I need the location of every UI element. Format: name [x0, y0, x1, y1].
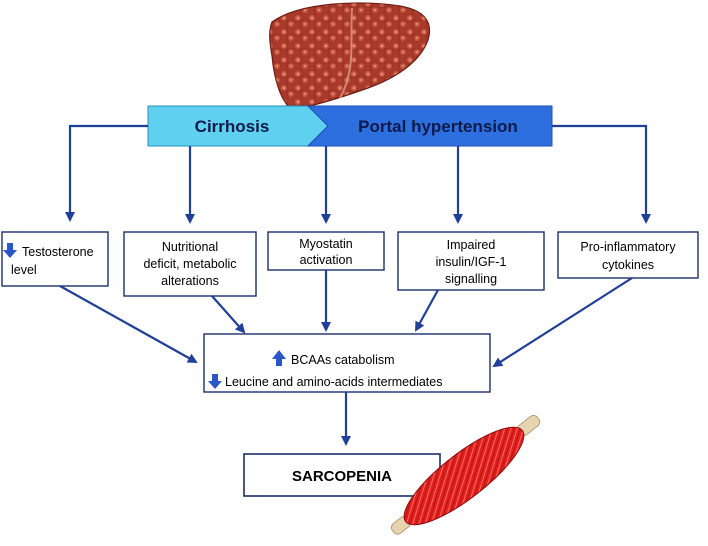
- muscle-illustration: [391, 415, 541, 535]
- factor-line: cytokines: [602, 258, 654, 272]
- cirrhosis-banner: Cirrhosis: [147, 105, 329, 147]
- down-arrow-icon: [3, 243, 17, 258]
- factor-myostatin: Myostatin activation: [267, 231, 385, 271]
- factor-line: level: [11, 263, 37, 277]
- factor-line: alterations: [161, 274, 219, 288]
- liver-illustration: [269, 2, 431, 111]
- arrow-to-cytokines: [552, 124, 651, 224]
- factor-line: signalling: [445, 272, 497, 286]
- arrow-testosterone-to-mechanism: [59, 285, 198, 363]
- portal-hypertension-label: Portal hypertension: [358, 117, 518, 136]
- factor-line: Impaired: [447, 238, 496, 252]
- factor-line: insulin/IGF-1: [436, 255, 507, 269]
- cirrhosis-label: Cirrhosis: [195, 117, 270, 136]
- factor-line: Myostatin: [299, 237, 353, 251]
- arrow-nutritional-to-mechanism: [211, 295, 246, 334]
- factor-line: Testosterone: [22, 245, 94, 259]
- factor-cytokines: Pro-inflammatory cytokines: [557, 231, 699, 279]
- up-arrow-icon: [272, 350, 286, 366]
- mechanism-box: BCAAs catabolism Leucine and amino-acids…: [203, 333, 491, 393]
- portal-hypertension-banner: Portal hypertension: [306, 105, 553, 147]
- arrow-to-testosterone: [65, 124, 148, 222]
- mechanism-line-1: BCAAs catabolism: [291, 353, 395, 367]
- mechanism-line-2: Leucine and amino-acids intermediates: [225, 375, 443, 389]
- arrow-insulin-to-mechanism: [415, 289, 439, 332]
- factor-nutritional: Nutritional deficit, metabolic alteratio…: [123, 231, 257, 297]
- arrow-cytokines-to-mechanism: [492, 277, 633, 368]
- factor-testosterone: Testosterone level: [1, 231, 109, 287]
- sarcopenia-box: SARCOPENIA: [243, 453, 441, 497]
- factor-line: Pro-inflammatory: [580, 240, 676, 254]
- factor-line: Nutritional: [162, 240, 218, 254]
- banner-connectors: [65, 124, 651, 224]
- factor-line: deficit, metabolic: [143, 257, 236, 271]
- sarcopenia-label: SARCOPENIA: [292, 468, 392, 485]
- down-arrow-icon: [208, 374, 222, 389]
- factor-line: activation: [300, 253, 353, 267]
- factor-insulin: Impaired insulin/IGF-1 signalling: [397, 231, 545, 291]
- converging-arrows: [59, 270, 633, 368]
